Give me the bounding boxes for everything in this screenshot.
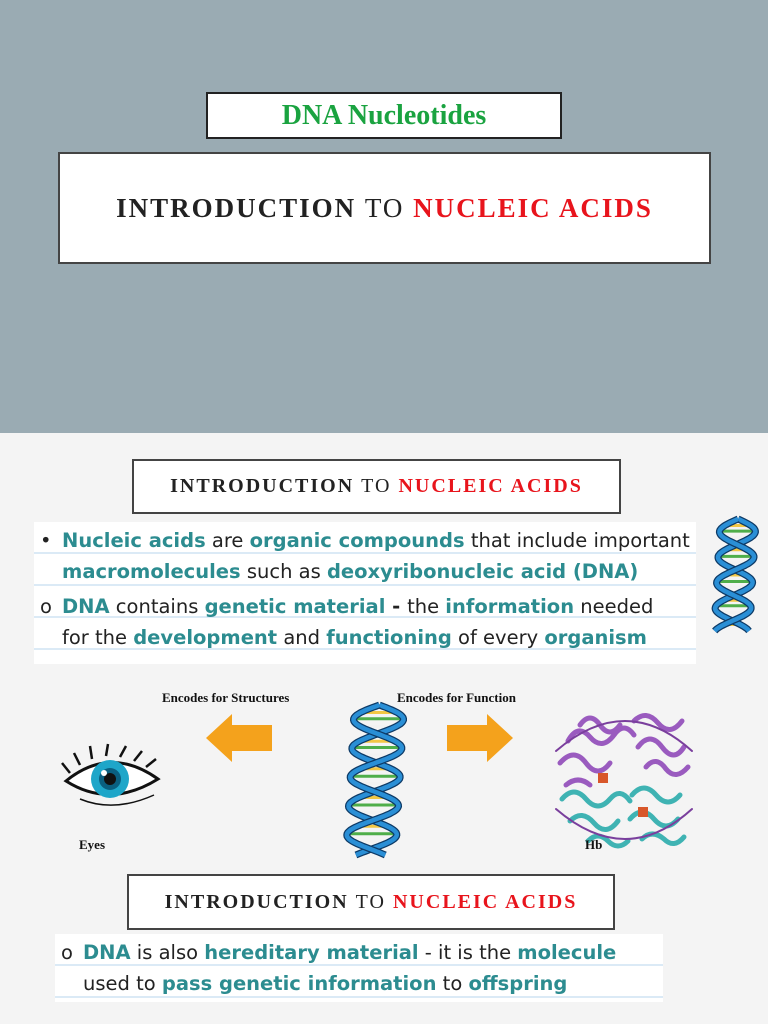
title-part-nucleic-acids: NUCLEIC ACIDS [392, 890, 578, 913]
title-part-nucleic-acids: NUCLEIC ACIDS [413, 192, 653, 223]
hb-label: Hb [585, 837, 603, 852]
slide-1-title: INTRODUCTION TO NUCLEIC ACIDS [170, 475, 583, 498]
body-text: of every [451, 626, 545, 649]
key-term: DNA [83, 941, 131, 964]
subtitle-box: DNA Nucleotides [206, 92, 562, 139]
key-term: genetic material [204, 595, 386, 618]
cover-title: INTRODUCTION TO NUCLEIC ACIDS [116, 193, 653, 224]
slide-1: INTRODUCTION TO NUCLEIC ACIDS • Nucleic … [0, 433, 768, 865]
key-term: deoxyribonucleic acid (DNA) [326, 560, 639, 583]
bullet-1-line-2: used to pass genetic information to offs… [83, 972, 567, 995]
slide-2-title: INTRODUCTION TO NUCLEIC ACIDS [165, 891, 578, 914]
bullet-2-line-2: for the development and functioning of e… [62, 626, 647, 649]
title-part-introduction: INTRODUCTION [116, 192, 357, 223]
arrow-left-icon [206, 714, 272, 762]
bullet-2-line-1: DNA contains genetic material - the info… [62, 595, 653, 618]
eye-icon [61, 743, 161, 806]
bullet-1: • Nucleic acids are organic compounds th… [40, 525, 690, 587]
body-text: - it is the [418, 941, 518, 964]
title-part-introduction: INTRODUCTION [164, 890, 349, 913]
eye-label: Eyes [79, 837, 105, 852]
slide-1-notes: • Nucleic acids are organic compounds th… [34, 522, 696, 664]
backbone-strand-2 [713, 516, 757, 633]
bullet-marker: o [40, 595, 52, 618]
key-term: development [133, 626, 278, 649]
key-term: information [445, 595, 575, 618]
bullet-1-line-2: macromolecules such as deoxyribonucleic … [62, 560, 638, 583]
backbone-strand-2 [344, 702, 405, 858]
key-term: hereditary material [204, 941, 419, 964]
bullet-1: o DNA is also hereditary material - it i… [61, 937, 657, 999]
slide-2-notes: o DNA is also hereditary material - it i… [55, 934, 663, 1002]
bullet-1-line-1: DNA is also hereditary material - it is … [83, 941, 616, 964]
title-part-to: TO [364, 192, 405, 223]
hemoglobin-icon [555, 713, 693, 849]
key-term: functioning [326, 626, 452, 649]
body-text: needed [574, 595, 654, 618]
key-term: macromolecules [62, 560, 241, 583]
bullet-marker: o [61, 941, 73, 964]
cover-slide: DNA Nucleotides INTRODUCTION TO NUCLEIC … [0, 0, 768, 433]
body-text: for the [62, 626, 134, 649]
slide-2: INTRODUCTION TO NUCLEIC ACIDS o DNA is a… [0, 865, 768, 1024]
title-part-to: TO [361, 475, 392, 497]
body-text: and [277, 626, 327, 649]
key-term: offspring [468, 972, 568, 995]
backbone-strand-1 [346, 702, 406, 858]
dna-helix-icon [711, 515, 759, 634]
body-text: to [436, 972, 469, 995]
title-part-to: TO [355, 890, 386, 913]
body-text: the [407, 595, 446, 618]
title-part-nucleic-acids: NUCLEIC ACIDS [398, 475, 583, 497]
key-term: molecule [517, 941, 617, 964]
title-part-introduction: INTRODUCTION [170, 475, 355, 497]
arrow-right-icon [447, 714, 513, 762]
bullet-1-line-1: Nucleic acids are organic compounds that… [62, 529, 690, 552]
body-text: is also [130, 941, 205, 964]
body-text: that include important [464, 529, 690, 552]
body-text: are [205, 529, 250, 552]
bullet-2: o DNA contains genetic material - the in… [40, 591, 690, 653]
key-term: Nucleic acids [62, 529, 206, 552]
right-caption: Encodes for Function [397, 690, 516, 705]
cover-title-box: INTRODUCTION TO NUCLEIC ACIDS [58, 152, 711, 264]
subtitle: DNA Nucleotides [281, 99, 487, 131]
body-text: contains [109, 595, 205, 618]
key-term: DNA [62, 595, 110, 618]
key-term: pass genetic information [161, 972, 437, 995]
dna-helix-icon [343, 701, 407, 859]
left-caption: Encodes for Structures [162, 690, 290, 705]
body-text: used to [83, 972, 162, 995]
body-text: - [385, 595, 408, 618]
slide-1-title-box: INTRODUCTION TO NUCLEIC ACIDS [132, 459, 621, 514]
key-term: organic compounds [249, 529, 465, 552]
key-term: organism [544, 626, 647, 649]
slide-2-title-box: INTRODUCTION TO NUCLEIC ACIDS [127, 874, 615, 930]
bullet-marker: • [40, 529, 52, 552]
body-text: such as [240, 560, 327, 583]
backbone-strand-1 [712, 516, 758, 633]
